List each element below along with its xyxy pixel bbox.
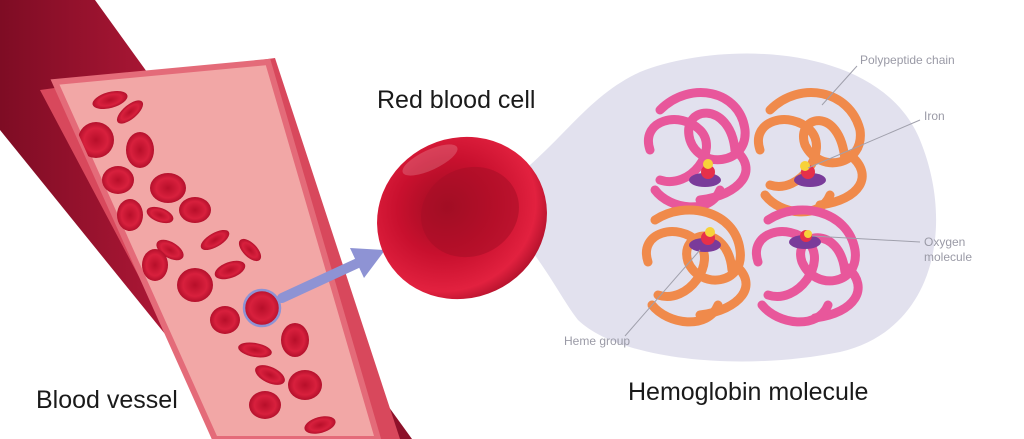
blood-vessel	[0, 0, 412, 439]
label-blood-vessel: Blood vessel	[36, 386, 178, 414]
label-heme-group: Heme group	[564, 334, 631, 348]
label-polypeptide-chain: Polypeptide chain	[860, 53, 955, 67]
label-hemoglobin-molecule: Hemoglobin molecule	[628, 378, 869, 406]
leader-polypeptide	[821, 65, 858, 106]
leader-lines	[624, 65, 921, 337]
leader-iron	[807, 119, 921, 169]
red-blood-cell	[377, 136, 547, 300]
leader-heme	[624, 249, 701, 337]
label-oxygen-line2: molecule	[924, 250, 973, 264]
vessel-blood-cells	[78, 90, 336, 434]
label-oxygen-line1: Oxygen	[924, 235, 966, 249]
leader-oxygen	[811, 235, 921, 243]
hemoglobin-molecule	[641, 88, 867, 327]
heme-groups	[689, 159, 826, 252]
label-oxygen-molecule: Oxygen molecule	[924, 235, 972, 265]
polypeptide-chain-bottom-right	[751, 205, 863, 327]
label-red-blood-cell: Red blood cell	[377, 86, 536, 114]
zoom-arrow	[277, 248, 385, 303]
label-iron: Iron	[924, 109, 945, 123]
